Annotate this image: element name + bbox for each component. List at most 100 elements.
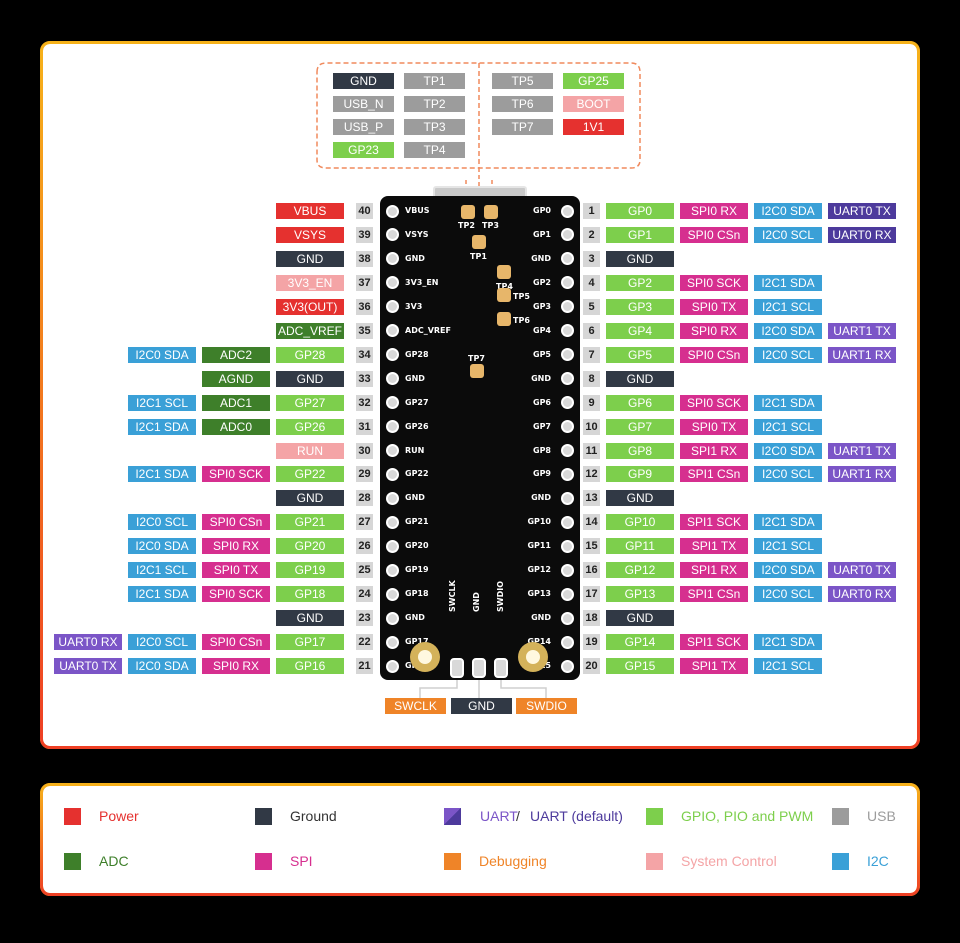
pin-hole [561,659,574,673]
pin-hole [386,563,399,577]
pin-label: UART0 RX [828,226,896,243]
pin-number: 5 [583,298,600,315]
pin-label: GP2 [606,274,674,291]
pin-number: 8 [583,370,600,387]
pin-label: UART1 TX [828,442,896,459]
pin-label: I2C0 SCL [754,466,822,483]
pin-silk: 3V3 [405,301,423,311]
pin-label: GP14 [606,634,674,651]
pin-label: 3V3_EN [276,274,344,291]
legend-panel [40,783,920,896]
mounting-hole [518,642,548,672]
pin-label: UART0 TX [828,562,896,579]
pin-hole [561,204,574,218]
pin-label: ADC0 [202,418,270,435]
pin-label: I2C1 SDA [754,634,822,651]
pin-label: GP5 [606,346,674,363]
pin-label: SPI1 TX [680,658,748,675]
pin-silk: GP8 [533,445,551,455]
pin-silk: GP13 [527,589,551,599]
tp-box-label: 1V1 [563,119,624,135]
pin-silk: GP14 [527,637,551,647]
pin-label: UART0 TX [54,658,122,675]
pin-label: SPI1 SCK [680,514,748,531]
pin-number: 2 [583,226,600,243]
pin-label: GP19 [276,562,344,579]
pin-label: VBUS [276,203,344,219]
pin-hole [561,420,574,434]
pin-silk: GP27 [405,397,429,407]
pin-silk: GND [531,253,551,263]
pin-label: I2C1 SDA [128,586,196,603]
tp-box-label: TP2 [404,96,465,112]
debug-silk: GND [472,592,481,612]
pin-label: SPI1 SCK [680,634,748,651]
tp-box-label: TP5 [492,73,553,89]
pin-number: 33 [356,370,373,387]
pin-label: GP7 [606,418,674,435]
pin-silk: GP19 [405,565,429,575]
tp-box-label: GND [333,73,394,89]
pin-label: I2C0 SDA [754,322,822,339]
pin-label: I2C0 SCL [754,346,822,363]
pin-silk: GP6 [533,397,551,407]
pin-hole [386,348,399,362]
pin-label: AGND [202,370,270,387]
tp-box-label: TP7 [492,119,553,135]
debug-label: SWDIO [516,698,577,714]
test-pad [472,235,486,249]
pin-silk: GP12 [527,565,551,575]
pin-label: I2C0 SDA [128,346,196,363]
pin-label: VSYS [276,226,344,243]
pin-label: SPI1 RX [680,442,748,459]
pin-label: I2C1 SDA [754,274,822,291]
pin-label: SPI1 CSn [680,586,748,603]
pin-label: I2C0 SCL [128,634,196,651]
pin-number: 29 [356,466,373,483]
pin-label: GND [606,490,674,507]
pin-silk: GP3 [533,301,551,311]
pin-label: GP28 [276,346,344,363]
pin-silk: GND [405,253,425,263]
pin-hole [561,444,574,457]
pin-label: I2C1 SCL [754,538,822,555]
pin-label: SPI0 CSn [202,514,270,531]
pin-hole [386,587,399,601]
pin-label: SPI0 SCK [202,586,270,603]
pin-silk: GP2 [533,277,551,287]
connector-line [316,62,641,169]
pin-hole [386,300,399,314]
pin-hole [386,228,399,242]
pin-number: 11 [583,442,600,459]
pin-silk: ADC_VREF [405,325,451,335]
pin-hole [386,659,399,673]
pin-label: GP18 [276,586,344,603]
pin-number: 6 [583,322,600,339]
pin-silk: GP0 [533,206,551,215]
pin-number: 9 [583,394,600,411]
pin-silk: GND [531,373,551,383]
pin-hole [386,396,399,410]
test-pad-label: TP4 [496,282,513,291]
pin-label: GND [276,490,344,507]
pin-silk: GP1 [533,229,551,239]
pin-hole [561,491,574,505]
legend-label: GPIO, PIO and PWM [681,808,814,824]
pin-label: SPI1 TX [680,538,748,555]
pin-silk: GP10 [527,517,551,527]
pin-silk: GP4 [533,325,551,335]
legend-label: USB [867,808,896,824]
pin-label: GP11 [606,538,674,555]
pin-label: GP15 [606,658,674,675]
pin-label: GP9 [606,466,674,483]
pin-label: SPI0 TX [680,418,748,435]
pin-number: 37 [356,274,373,291]
pin-silk: GP22 [405,469,429,479]
pin-label: GP16 [276,658,344,675]
legend-swatch [646,853,663,870]
pin-number: 38 [356,250,373,267]
pin-silk: VSYS [405,229,429,239]
pin-hole [561,467,574,481]
legend-label-default: UART (default) [530,808,623,824]
pin-label: I2C1 SCL [128,394,196,411]
